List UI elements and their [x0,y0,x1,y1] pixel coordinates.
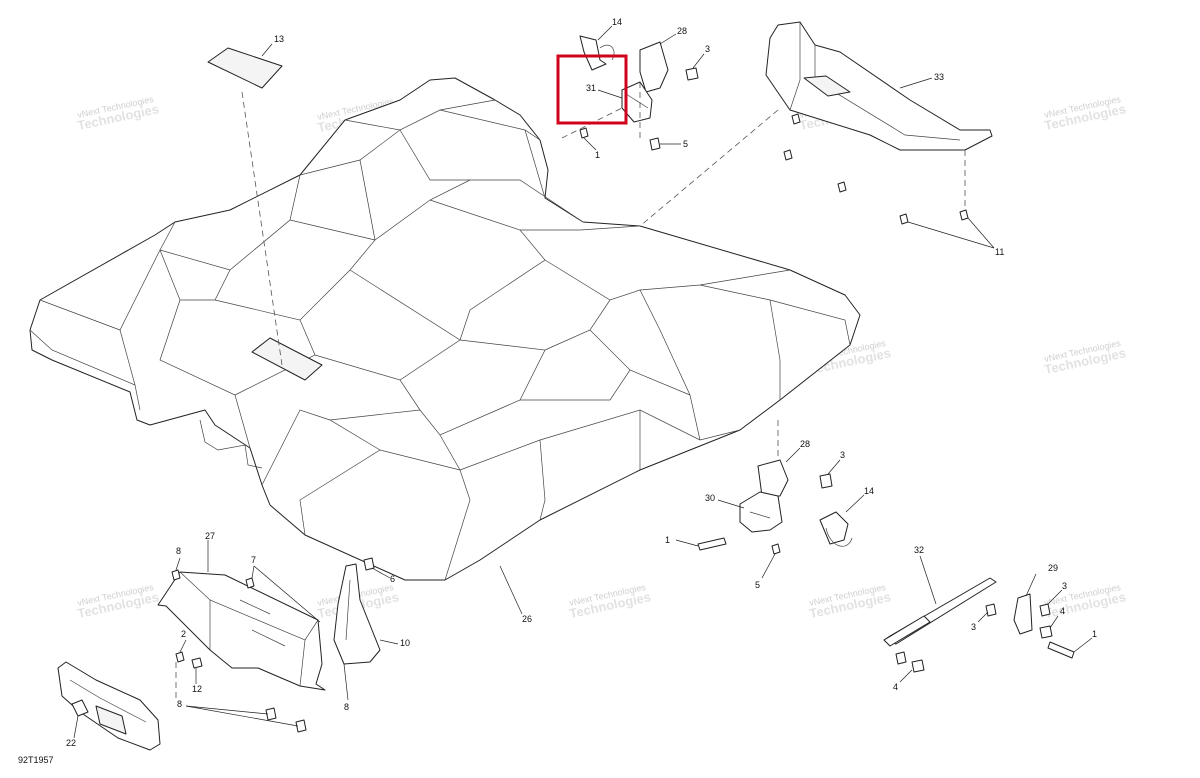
lower-hinge-group: 28 3 30 14 1 5 [665,420,874,590]
callout-label: 4 [1060,606,1065,616]
callout-label: 8 [177,699,182,709]
callout-label: 6 [390,574,395,584]
gas-strut-group: 32 29 3 3 4 4 1 [883,545,1097,692]
callout-label: 5 [683,139,688,149]
callout-label: 22 [66,738,76,748]
diagram-reference-code: 92T1957 [18,755,54,765]
callout-label: 3 [971,622,976,632]
callout-label: 1 [595,150,600,160]
fasteners-part-11: 11 [783,113,1004,257]
callout-label: 4 [893,682,898,692]
callout-label: 1 [1092,629,1097,639]
callout-label: 10 [400,638,410,648]
callout-label: 27 [205,531,215,541]
latch-bracket-group: 27 8 7 6 10 2 12 8 8 [157,531,410,733]
callout-label: 26 [522,614,532,624]
callout-label: 29 [1048,563,1058,573]
rear-bracket-part-33: 33 [639,21,993,227]
callout-label: 12 [192,684,202,694]
callout-label: 2 [181,629,186,639]
callout-label: 8 [176,546,181,556]
decal-part-13: 13 [207,34,284,366]
callout-label: 1 [665,535,670,545]
latch-part-22: 22 [57,661,161,751]
callout-label: 28 [677,26,687,36]
callout-label: 8 [344,702,349,712]
callout-label: 31 [586,83,596,93]
callout-label: 14 [612,17,622,27]
callout-label: 14 [864,486,874,496]
callout-label: 32 [914,545,924,555]
highlight-box [556,54,628,125]
callout-label: 30 [705,493,715,503]
callout-label: 13 [274,34,284,44]
upper-hinge-group: 14 28 3 31 1 5 [561,17,710,160]
callout-label: 3 [840,450,845,460]
callout-label: 28 [800,439,810,449]
callout-label: 11 [995,247,1004,257]
callout-label: 5 [755,580,760,590]
callout-label: 3 [1062,581,1067,591]
storage-cover-part-26 [29,77,861,581]
callout-label: 7 [251,555,256,565]
callout-label: 3 [705,44,710,54]
callout-label: 33 [934,72,944,82]
